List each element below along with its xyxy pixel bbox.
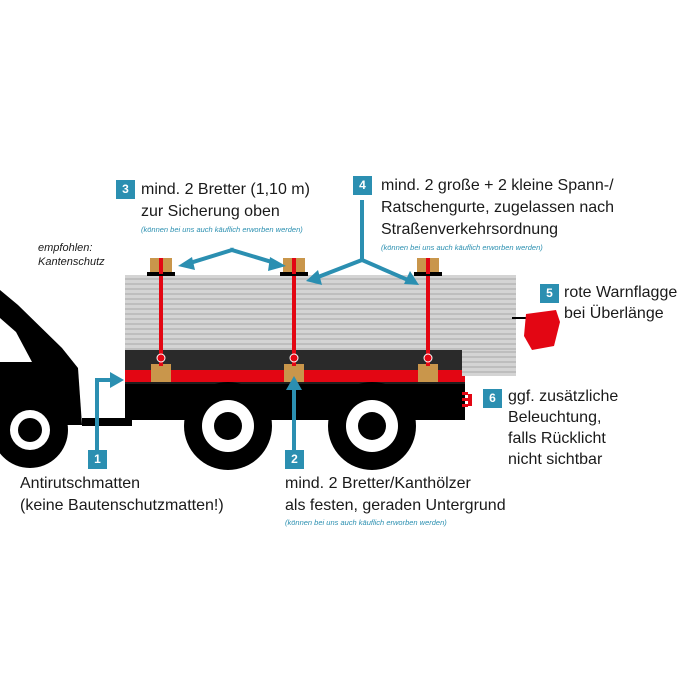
callout-2-note: (können bei uns auch käuflich erworben w… — [285, 518, 447, 527]
callout-4-badge: 4 — [353, 176, 372, 195]
callout-arrows — [95, 200, 411, 452]
callout-6-badge: 6 — [483, 389, 502, 408]
arrow-heads — [110, 257, 419, 390]
ratchet-1 — [156, 353, 166, 363]
callout-4-line3: Straßenverkehrsordnung — [381, 221, 558, 238]
bottom-board-1 — [151, 364, 171, 382]
callout-3-line2: zur Sicherung oben — [141, 203, 280, 220]
callout-1-line1: Antirutschmatten — [20, 475, 141, 492]
callout-1-badge: 1 — [88, 450, 107, 469]
trailer-wheel-right — [328, 382, 416, 470]
trailer-wheel-left — [184, 382, 272, 470]
callout-6-line2: Beleuchtung, — [508, 409, 602, 426]
cab-window — [0, 318, 32, 362]
bottom-board-3 — [418, 364, 438, 382]
strap-3 — [426, 266, 430, 366]
plank-lines — [125, 278, 516, 373]
strap-1 — [159, 266, 163, 366]
callout-2-line1: mind. 2 Bretter/Kanthölzer — [285, 475, 471, 492]
callout-4-note: (können bei uns auch käuflich erworben w… — [381, 243, 543, 252]
tow-bar — [82, 418, 132, 426]
bottom-board-2 — [284, 364, 304, 382]
callout-5-line2: bei Überlänge — [564, 305, 664, 322]
callout-3-line1: mind. 2 Bretter (1,10 m) — [141, 181, 310, 198]
callout-6-line3: falls Rücklicht — [508, 430, 606, 447]
callout-2-badge: 2 — [285, 450, 304, 469]
callout-5-badge: 5 — [540, 284, 559, 303]
ratchet-3 — [423, 353, 433, 363]
plank-load — [125, 275, 516, 376]
callout-6-line1: ggf. zusätzliche — [508, 388, 619, 405]
callout-3-note: (können bei uns auch käuflich erworben w… — [141, 225, 303, 234]
callout-1-line2: (keine Bautenschutzmatten!) — [20, 497, 224, 514]
callout-4-line1: mind. 2 große + 2 kleine Spann-/ — [381, 177, 614, 194]
warning-flag-icon — [512, 310, 560, 350]
rear-light-icon — [462, 392, 472, 407]
vehicle-cab — [0, 290, 82, 425]
callout-4-line2: Ratschengurte, zugelassen nach — [381, 199, 615, 216]
callout-2-line2: als festen, geraden Untergrund — [285, 497, 506, 514]
callout-5-line1: rote Warnflagge — [564, 284, 678, 301]
callout-6-line4: nicht sichtbar — [508, 451, 603, 468]
strap-2 — [292, 266, 296, 366]
ratchet-2 — [289, 353, 299, 363]
edge-protection-line2: Kantenschutz — [38, 256, 105, 268]
edge-protection-line1: empfohlen: — [38, 242, 93, 254]
callout-3-badge: 3 — [116, 180, 135, 199]
